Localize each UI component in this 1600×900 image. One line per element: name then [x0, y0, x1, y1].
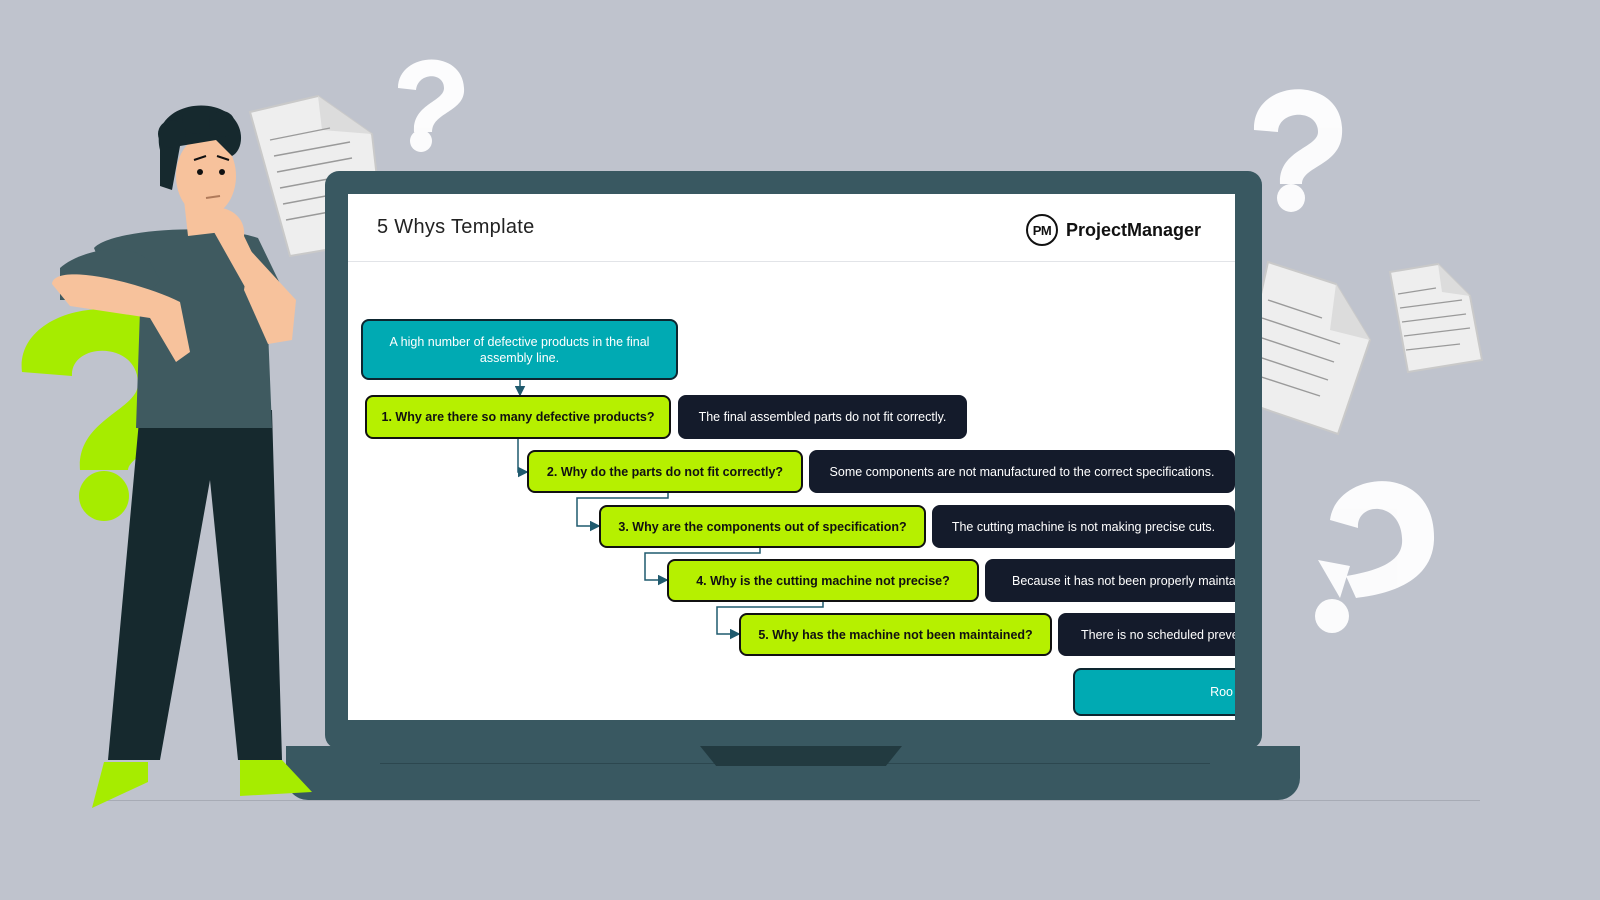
why-1-box[interactable]: 1. Why are there so many defective produ… [365, 395, 671, 439]
screen-header: 5 Whys Template PM ProjectManager [348, 194, 1235, 262]
flow-connectors [514, 380, 824, 640]
document-icon [1388, 262, 1484, 374]
root-cause-box[interactable]: Roo [1073, 668, 1235, 716]
why-3-box[interactable]: 3. Why are the components out of specifi… [599, 505, 926, 548]
page-title: 5 Whys Template [377, 216, 535, 238]
connector-line [716, 602, 824, 640]
answer-4-box[interactable]: Because it has not been properly maintai [985, 559, 1235, 602]
floor-line [95, 800, 1480, 801]
question-mark-icon [1315, 481, 1435, 633]
answer-1-box[interactable]: The final assembled parts do not fit cor… [678, 395, 967, 439]
projectmanager-logo: PM ProjectManager [1026, 212, 1201, 248]
answer-2-box[interactable]: Some components are not manufactured to … [809, 450, 1235, 493]
why-4-box[interactable]: 4. Why is the cutting machine not precis… [667, 559, 979, 602]
why-2-box[interactable]: 2. Why do the parts do not fit correctly… [527, 450, 803, 493]
answer-5-box[interactable]: There is no scheduled preve [1058, 613, 1235, 656]
laptop-notch [700, 746, 902, 766]
answer-3-box[interactable]: The cutting machine is not making precis… [932, 505, 1235, 548]
problem-statement-box[interactable]: A high number of defective products in t… [361, 319, 678, 380]
question-mark-icon [1253, 89, 1343, 212]
why-5-box[interactable]: 5. Why has the machine not been maintain… [739, 613, 1052, 656]
logo-name: ProjectManager [1066, 219, 1202, 240]
question-mark-icon [398, 59, 465, 152]
connector-line [644, 548, 761, 586]
projectmanager-logo-icon: PM [1026, 214, 1058, 246]
connector-line [576, 493, 669, 532]
laptop-screen: 5 Whys Template PM ProjectManager A high… [348, 194, 1235, 720]
connector-line [517, 439, 529, 478]
